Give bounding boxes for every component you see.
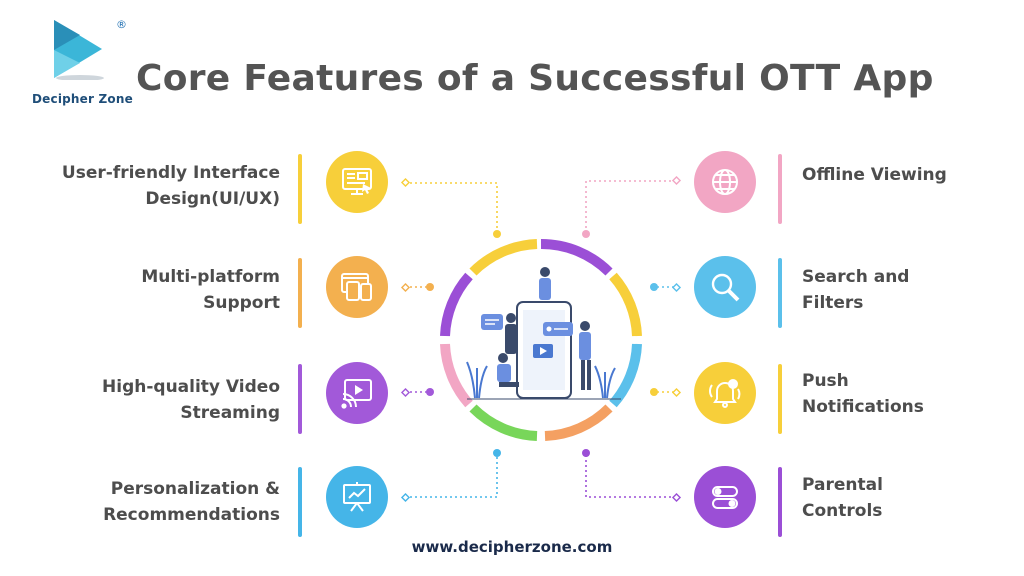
feature-multiplatform-line2: Support	[203, 293, 280, 313]
feature-push-notifications-line1: Push	[802, 371, 849, 391]
feature-divider	[778, 364, 782, 434]
feature-video-streaming-label: High-quality Video Streaming	[40, 374, 280, 426]
center-ring-illustration	[440, 238, 642, 441]
feature-divider	[298, 364, 302, 434]
feature-personalization-label: Personalization & Recommendations	[40, 476, 280, 528]
feature-multiplatform-line1: Multi-platform	[141, 267, 280, 287]
feature-video-streaming-line1: High-quality Video	[102, 377, 280, 397]
globe-icon	[694, 151, 756, 213]
multi-device-icon	[326, 256, 388, 318]
feature-divider	[298, 154, 302, 224]
feature-personalization-line2: Recommendations	[103, 505, 280, 525]
brand-name: Decipher Zone	[32, 92, 133, 106]
feature-ui-ux-line1: User-friendly Interface	[61, 163, 280, 183]
feature-offline-viewing-line1: Offline Viewing	[802, 165, 947, 185]
feature-divider	[298, 258, 302, 328]
feature-parental-controls-line2: Controls	[802, 501, 883, 521]
logo-play-icon	[54, 20, 104, 80]
feature-search-filters-label: Search and Filters	[802, 264, 1024, 316]
feature-divider	[778, 258, 782, 328]
feature-personalization-line1: Personalization &	[110, 479, 280, 499]
feature-ui-ux-label: User-friendly Interface Design(UI/UX)	[40, 160, 280, 212]
presentation-board-icon	[326, 466, 388, 528]
feature-parental-controls-line1: Parental	[802, 475, 883, 495]
feature-parental-controls-label: Parental Controls	[802, 472, 1024, 524]
bell-icon	[694, 362, 756, 424]
feature-offline-viewing-label: Offline Viewing	[802, 162, 1024, 188]
video-stream-icon	[326, 362, 388, 424]
website-url[interactable]: www.decipherzone.com	[411, 538, 613, 556]
feature-divider	[778, 154, 782, 224]
feature-ui-ux-line2: Design(UI/UX)	[145, 189, 280, 209]
feature-divider	[298, 467, 302, 537]
feature-push-notifications-label: Push Notifications	[802, 368, 1024, 420]
registered-mark: ®	[116, 18, 127, 31]
feature-multiplatform-label: Multi-platform Support	[40, 264, 280, 316]
page-title: Core Features of a Successful OTT App	[136, 58, 934, 99]
feature-video-streaming-line2: Streaming	[180, 403, 280, 423]
toggle-icon	[694, 466, 756, 528]
search-icon	[694, 256, 756, 318]
feature-search-filters-line2: Filters	[802, 293, 864, 313]
ui-design-icon	[326, 151, 388, 213]
feature-push-notifications-line2: Notifications	[802, 397, 924, 417]
feature-search-filters-line1: Search and	[802, 267, 910, 287]
brand-logo: ® Decipher Zone	[28, 18, 138, 113]
feature-divider	[778, 467, 782, 537]
